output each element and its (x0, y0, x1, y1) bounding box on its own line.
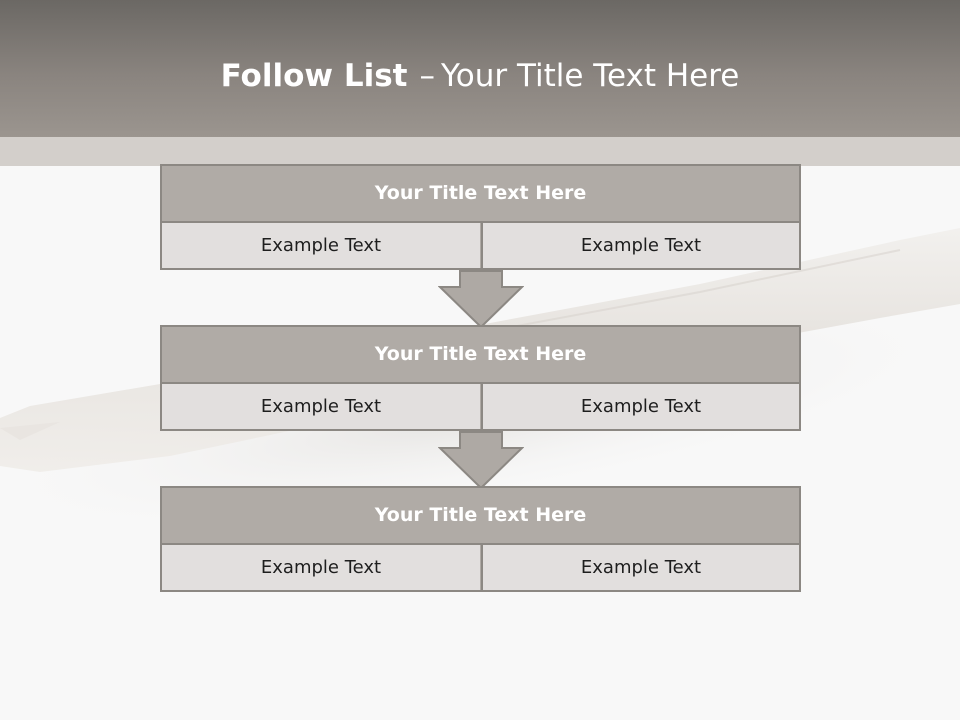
step-cell-right: Example Text (481, 545, 799, 590)
title-separator: – (419, 58, 435, 94)
slide-title: Follow List–Your Title Text Here (0, 56, 960, 96)
step-title: Your Title Text Here (162, 166, 799, 221)
down-arrow-icon (438, 431, 524, 489)
header-band (0, 137, 960, 166)
header-bar (0, 0, 960, 137)
step-body: Example Text Example Text (162, 382, 799, 429)
title-bold: Follow List (220, 58, 408, 94)
down-arrow-icon (438, 270, 524, 328)
step-title: Your Title Text Here (162, 488, 799, 543)
step-block-1: Your Title Text Here Example Text Exampl… (160, 164, 801, 270)
step-block-2: Your Title Text Here Example Text Exampl… (160, 325, 801, 431)
step-title: Your Title Text Here (162, 327, 799, 382)
step-cell-right: Example Text (481, 384, 799, 429)
step-cell-left: Example Text (162, 384, 480, 429)
step-block-3: Your Title Text Here Example Text Exampl… (160, 486, 801, 592)
step-body: Example Text Example Text (162, 221, 799, 268)
step-cell-left: Example Text (162, 545, 480, 590)
step-cell-left: Example Text (162, 223, 480, 268)
step-body: Example Text Example Text (162, 543, 799, 590)
step-cell-right: Example Text (481, 223, 799, 268)
title-rest: Your Title Text Here (440, 58, 740, 94)
